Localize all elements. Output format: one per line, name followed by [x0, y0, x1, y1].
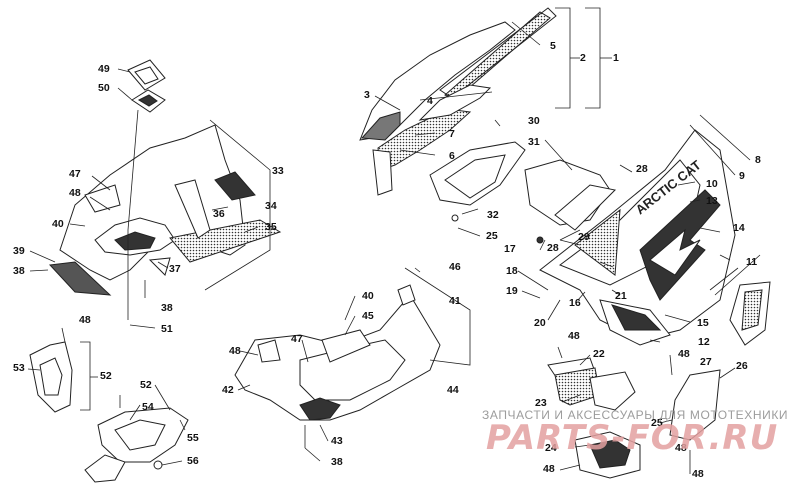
- callout-48-c: 48: [229, 345, 241, 357]
- callout-12: 12: [698, 336, 710, 348]
- callout-39: 39: [13, 245, 25, 257]
- bracket-parts: [29, 341, 189, 483]
- callout-23: 23: [535, 397, 547, 409]
- callout-32: 32: [487, 209, 499, 221]
- callout-48-b: 48: [79, 314, 91, 326]
- callout-47-a: 47: [69, 168, 81, 180]
- callout-30: 30: [528, 115, 540, 127]
- callout-48-a: 48: [69, 187, 81, 199]
- callout-2: 2: [580, 52, 586, 64]
- callout-34: 34: [265, 200, 277, 212]
- callout-25-b: 25: [651, 417, 663, 429]
- callout-3: 3: [364, 89, 370, 101]
- callout-53: 53: [13, 362, 25, 374]
- callout-1: 1: [613, 52, 619, 64]
- callout-40-b: 40: [362, 290, 374, 302]
- callout-48-h: 48: [543, 463, 555, 475]
- callout-6: 6: [449, 150, 455, 162]
- callout-26: 26: [736, 360, 748, 372]
- leader-lines: [27, 7, 761, 474]
- callout-27: 27: [700, 356, 712, 368]
- callout-48-d: 48: [568, 330, 580, 342]
- callout-18: 18: [506, 265, 518, 277]
- callout-49: 49: [98, 63, 110, 75]
- callout-21: 21: [615, 290, 627, 302]
- callout-13: 13: [706, 195, 718, 207]
- callout-37: 37: [169, 263, 181, 275]
- watermark-logo: PARTS-FOR.RU: [486, 418, 779, 458]
- callout-28-b: 28: [547, 242, 559, 254]
- callout-44: 44: [447, 384, 459, 396]
- callout-50: 50: [98, 82, 110, 94]
- hood-assembly: [48, 59, 282, 296]
- callout-48-e: 48: [678, 348, 690, 360]
- watermark-caption: ЗАПЧАСТИ И АКСЕССУАРЫ ДЛЯ МОТОТЕХНИКИ: [482, 408, 789, 422]
- callout-52-a: 52: [100, 370, 112, 382]
- callout-20: 20: [534, 317, 546, 329]
- callout-48-f: 48: [675, 442, 687, 454]
- callout-29: 29: [578, 231, 590, 243]
- callout-22: 22: [593, 348, 605, 360]
- callout-41: 41: [449, 295, 461, 307]
- callout-52-b: 52: [140, 379, 152, 391]
- callout-36: 36: [213, 208, 225, 220]
- callout-56: 56: [187, 455, 199, 467]
- side-trim-parts: [429, 141, 617, 244]
- callout-11: 11: [746, 256, 758, 268]
- belly-pan: [234, 284, 441, 421]
- callout-55: 55: [187, 432, 199, 444]
- light-assembly: [547, 357, 721, 479]
- callout-17: 17: [504, 243, 516, 255]
- callout-54: 54: [142, 401, 154, 413]
- callout-31: 31: [528, 136, 540, 148]
- callout-38-b: 38: [161, 302, 173, 314]
- callout-24: 24: [545, 442, 557, 454]
- callout-47-b: 47: [291, 333, 303, 345]
- callout-51: 51: [161, 323, 173, 335]
- callout-45: 45: [362, 310, 374, 322]
- callout-48-g: 48: [692, 468, 704, 480]
- side-panel-decal: [539, 129, 771, 346]
- callout-16: 16: [569, 297, 581, 309]
- callout-28-a: 28: [636, 163, 648, 175]
- callout-9: 9: [739, 170, 745, 182]
- callout-10: 10: [706, 178, 718, 190]
- callout-38-a: 38: [13, 265, 25, 277]
- callout-38-c: 38: [331, 456, 343, 468]
- callout-40-a: 40: [52, 218, 64, 230]
- callout-46: 46: [449, 261, 461, 273]
- callout-8: 8: [755, 154, 761, 166]
- callout-19: 19: [506, 285, 518, 297]
- callout-15: 15: [697, 317, 709, 329]
- callout-4: 4: [427, 95, 433, 107]
- callout-7: 7: [449, 128, 455, 140]
- callout-35: 35: [265, 221, 277, 233]
- callout-5: 5: [550, 40, 556, 52]
- callout-43: 43: [331, 435, 343, 447]
- callout-25-a: 25: [486, 230, 498, 242]
- callout-14: 14: [733, 222, 745, 234]
- callout-33: 33: [272, 165, 284, 177]
- windshield-assembly: [359, 7, 557, 196]
- callout-42: 42: [222, 384, 234, 396]
